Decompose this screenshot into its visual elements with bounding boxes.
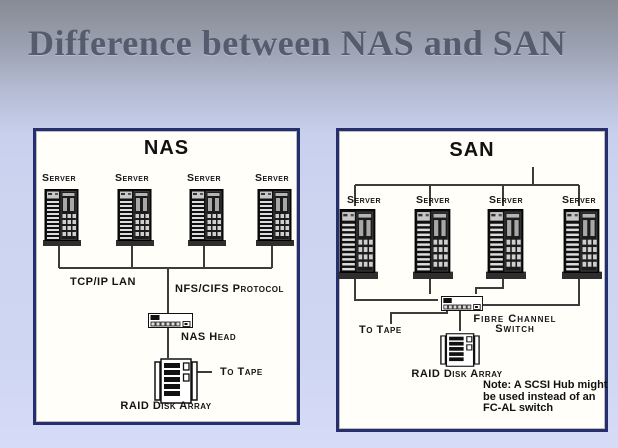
nas-server-label: Server [255,172,289,184]
san-server-label: Server [562,194,596,206]
nas-head-icon [148,313,193,328]
nas-protocol-label: NFS/CIFS Protocol [175,283,284,295]
server-icon [486,209,526,279]
nas-lan-label: TCP/IP LAN [70,276,136,288]
san-server-label: Server [416,194,450,206]
server-icon [413,209,453,279]
nas-server-label: Server [187,172,221,184]
san-raid-label: RAID Disk Array [411,368,503,380]
san-switch-label-line2: Switch [495,323,535,335]
nas-title: NAS [143,137,190,159]
nas-server-label: Server [115,172,149,184]
san-tape-label: To Tape [359,324,402,336]
server-icon [43,189,81,246]
slide-title: Difference between NAS and SAN [28,23,567,63]
server-icon [562,209,602,279]
nas-diagram-panel: NAS Server Server Server Server TCP/IP L… [33,128,300,425]
san-diagram-panel: SAN Server Server Server Server Fibre Ch… [336,128,608,432]
san-server-label: Server [347,194,381,206]
san-note-line: FC-AL switch [483,402,554,414]
nas-tape-label: To Tape [220,366,263,378]
server-icon [256,189,294,246]
san-server-label: Server [489,194,523,206]
server-icon [188,189,226,246]
san-title: SAN [449,139,495,161]
raid-array-icon [440,333,480,367]
san-note-line: Note: A SCSI Hub might [483,379,608,391]
nas-raid-label: RAID Disk Array [120,400,212,412]
san-note-line: be used instead of an [483,390,596,403]
san-switch-label-line1: Fibre Channel [473,313,557,325]
raid-array-icon [154,358,198,404]
server-icon [116,189,154,246]
fibre-channel-switch-icon [441,296,483,311]
san-note: Note: A SCSI Hub might be used instead o… [483,379,608,415]
nas-server-label: Server [42,172,76,184]
nas-head-label: NAS Head [181,331,237,343]
server-icon [338,209,378,279]
san-switch-label: Fibre Channel Switch [466,313,564,335]
